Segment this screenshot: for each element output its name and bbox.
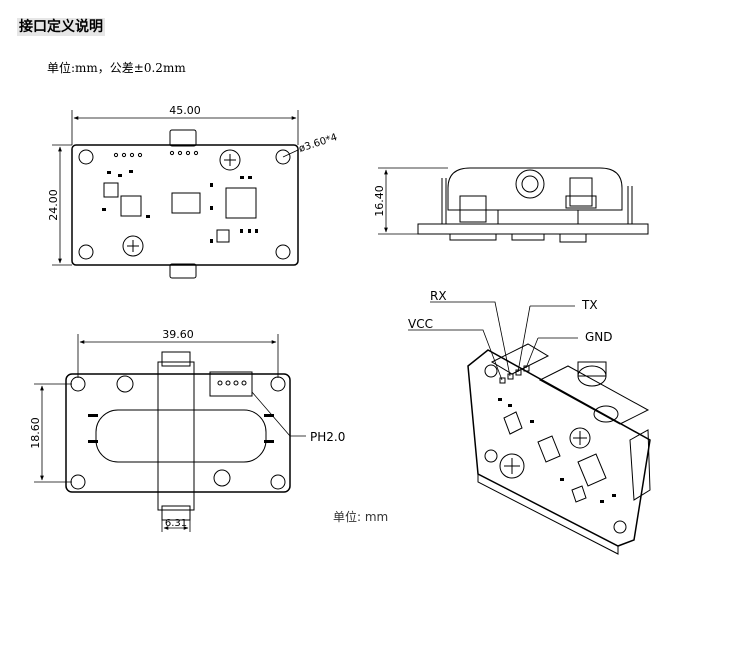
mount-hole-tl <box>78 149 94 165</box>
bottom-tab <box>169 263 197 279</box>
iso-screw-2 <box>569 427 591 449</box>
screw-bottom <box>122 235 144 257</box>
side-height-dimension: 16.40 <box>373 185 386 217</box>
bottom-view <box>65 351 306 521</box>
ph20-label: PH2.0 <box>310 430 345 444</box>
mount-hole-tr <box>275 149 291 165</box>
bottom-gas-tube <box>157 361 195 511</box>
isometric-view <box>467 343 651 555</box>
component-mcu <box>225 187 257 219</box>
top-board-outline <box>71 144 299 266</box>
iso-board <box>467 349 651 547</box>
pin-gnd-label: GND <box>585 330 613 344</box>
iso-screw-1 <box>499 453 525 479</box>
unit-note-bottom: 单位: mm <box>333 510 389 524</box>
side-bottom-connector <box>449 233 497 241</box>
pin-vcc-label: VCC <box>408 317 433 331</box>
bottom-width-dimension: 39.60 <box>162 328 194 341</box>
top-view <box>71 129 299 279</box>
bottom-dimensions <box>34 334 279 532</box>
screw-top <box>219 149 241 171</box>
pin-tx-label: TX <box>581 298 598 312</box>
top-height-dimension: 24.00 <box>47 189 60 221</box>
mount-hole-br <box>275 244 291 260</box>
component-ic-1 <box>103 182 119 198</box>
pin-rx-label: RX <box>430 289 447 303</box>
top-dimensions <box>52 110 299 266</box>
iso-mcu <box>577 453 607 487</box>
hole-diameter-dimension: ø3.60*4 <box>298 132 339 155</box>
bottom-sensor-cylinder <box>95 409 267 463</box>
unit-tolerance-note: 单位:mm，公差±0.2mm <box>47 61 186 75</box>
side-sensor-body <box>447 167 623 211</box>
bottom-board-outline <box>65 373 291 493</box>
component-ic-4 <box>216 229 230 243</box>
component-ic-3 <box>171 192 201 214</box>
component-ic-2 <box>120 195 142 217</box>
top-tab <box>169 129 197 147</box>
side-dimensions <box>378 167 448 235</box>
bottom-height-dimension: 18.60 <box>29 417 42 449</box>
side-view <box>417 167 649 243</box>
pinout-leaders <box>408 301 578 381</box>
page-title: 接口定义说明 <box>17 18 105 36</box>
side-pcb <box>417 223 649 235</box>
top-width-dimension: 45.00 <box>169 104 201 117</box>
port-width-dimension: 6.31 <box>165 518 187 529</box>
mount-hole-bl <box>78 244 94 260</box>
ph20-connector <box>209 371 253 397</box>
side-sensor-port <box>515 169 545 199</box>
